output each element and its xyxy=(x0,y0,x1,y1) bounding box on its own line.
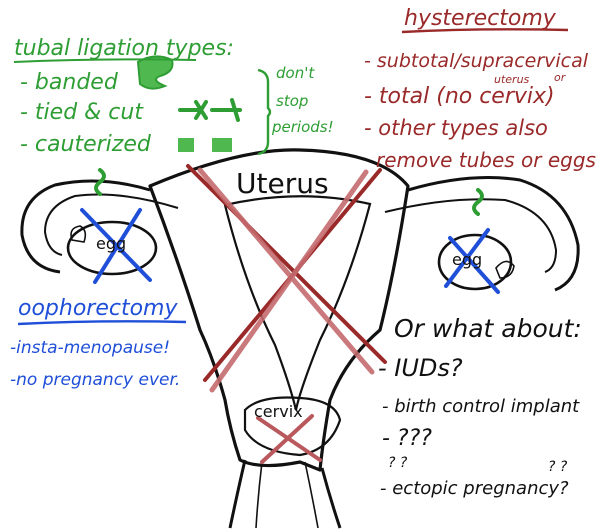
questions-extra-marks-left: ? ? xyxy=(388,455,408,471)
hysterectomy-annotation-or: or xyxy=(554,71,566,84)
vaginal-canal-right xyxy=(320,467,342,529)
cervix-x-mark xyxy=(256,414,322,464)
right-ovary-label: egg xyxy=(452,250,483,269)
right-ovary xyxy=(437,233,513,291)
left-tube-ligation-mark xyxy=(94,168,106,196)
tubal-title-underline xyxy=(13,58,197,63)
tubal-note-line-2: stop xyxy=(276,92,309,110)
oophorectomy-title: oophorectomy xyxy=(18,296,178,321)
hysterectomy-title: hysterectomy xyxy=(404,6,556,31)
uterus-label: Uterus xyxy=(236,167,329,200)
cauterized-icon-left xyxy=(178,138,194,152)
cervix-label: cervix xyxy=(254,402,303,421)
questions-item-iuds: - IUDs? xyxy=(378,354,463,382)
hysterectomy-item-other: - other types also xyxy=(364,116,548,140)
cauterized-icon-right xyxy=(212,138,232,152)
questions-extra-marks-right: ? ? xyxy=(548,459,568,475)
tubal-title: tubal ligation types: xyxy=(14,36,234,61)
tubal-item-tied-cut: - tied & cut xyxy=(20,100,143,125)
right-fallopian-tube xyxy=(407,176,580,292)
tubal-note-line-3: periods! xyxy=(272,118,334,136)
right-ovary-follicle xyxy=(495,260,515,279)
questions-item-unknown: - ??? xyxy=(382,426,432,451)
right-fallopian-tube-inner xyxy=(384,198,558,273)
banded-icon xyxy=(136,55,174,90)
vaginal-canal-inner-right xyxy=(304,461,319,529)
tied-and-cut-icon xyxy=(178,98,242,122)
left-ovary-follicle xyxy=(70,225,87,243)
hysterectomy-item-total: - total (no cervix) xyxy=(364,84,555,109)
tubal-item-cauterized: - cauterized xyxy=(20,132,151,157)
oophorectomy-title-underline xyxy=(17,320,187,326)
vaginal-canal-left xyxy=(228,459,247,529)
cervix-outline xyxy=(243,396,342,457)
right-tube-ligation-mark xyxy=(472,188,484,216)
hysterectomy-title-underline xyxy=(401,28,569,34)
vaginal-canal-inner-left xyxy=(255,461,263,529)
left-ovary-label: egg xyxy=(96,234,127,253)
oophorectomy-item-pregnancy: -no pregnancy ever. xyxy=(10,370,181,390)
hysterectomy-item-subtotal: - subtotal/supracervical xyxy=(364,50,589,72)
left-fallopian-tube xyxy=(20,179,151,274)
left-ovary xyxy=(66,220,158,276)
right-ovary-x-mark xyxy=(444,228,500,294)
tubal-item-banded: - banded xyxy=(20,70,118,95)
oophorectomy-item-menopause: -insta-menopause! xyxy=(10,338,171,358)
questions-item-ectopic: - ectopic pregnancy? xyxy=(380,478,569,499)
tubal-note-line-1: don't xyxy=(276,64,315,82)
left-fallopian-tube-inner xyxy=(43,193,179,256)
questions-title: Or what about: xyxy=(394,314,582,343)
uterus-x-mark-light xyxy=(197,167,375,393)
left-ovary-x-mark xyxy=(80,208,152,284)
tubal-bracket xyxy=(257,68,272,156)
questions-item-implant: - birth control implant xyxy=(382,396,580,417)
hysterectomy-annotation-uterus: uterus xyxy=(494,73,530,86)
hysterectomy-item-remove: remove tubes or eggs xyxy=(376,148,596,172)
